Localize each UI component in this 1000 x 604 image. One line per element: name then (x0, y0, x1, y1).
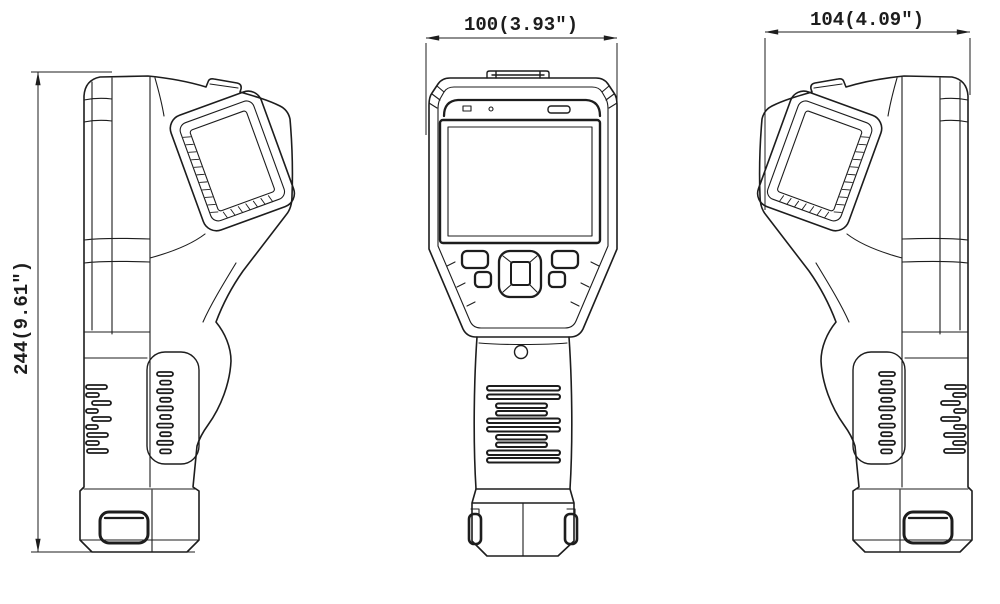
speaker-slot (547, 105, 571, 114)
screen-display (447, 126, 593, 237)
height-extension-lines (31, 71, 195, 553)
dpad-outer (497, 249, 543, 299)
speaker-grille (486, 385, 561, 464)
front-width-dimension-label: 100(3.93") (464, 14, 578, 36)
handle-sides (473, 336, 573, 490)
dim-height: 244(9.61") (11, 71, 195, 553)
glass-panel-edge (442, 98, 602, 118)
handle-screw-hole (513, 344, 529, 360)
side-width-extension-lines (764, 38, 971, 210)
light-sensor (462, 105, 472, 112)
head-inner-outline (437, 86, 609, 329)
latch-tabs (470, 508, 576, 515)
battery-latch-front-left (467, 512, 483, 546)
function-button-right-top (550, 249, 580, 270)
battery-latch-front-right (563, 512, 579, 546)
battery-pack (467, 488, 579, 557)
keypad (460, 249, 580, 299)
side-view-right (752, 74, 974, 554)
function-button-left-top (460, 249, 490, 270)
function-button-right-bottom (547, 270, 567, 289)
handle-neck-line (478, 342, 568, 346)
dim-front-width: 100(3.93") (425, 14, 618, 135)
front-width-extension-lines (425, 43, 618, 135)
head-outer-outline (428, 77, 618, 338)
front-view (428, 70, 618, 557)
dim-side-width: 104(4.09") (764, 9, 971, 210)
top-tab (486, 70, 550, 79)
screen-frame (438, 118, 602, 245)
dpad-chamfer-lines (502, 255, 538, 293)
function-button-left-bottom (473, 270, 493, 289)
height-dimension-label: 244(9.61") (11, 261, 33, 375)
side-view-left (78, 74, 300, 554)
side-width-dimension-label: 104(4.09") (810, 9, 924, 31)
bumper-corner-ticks (428, 85, 618, 307)
microphone-hole (488, 106, 494, 112)
dpad-center-button (510, 261, 531, 286)
